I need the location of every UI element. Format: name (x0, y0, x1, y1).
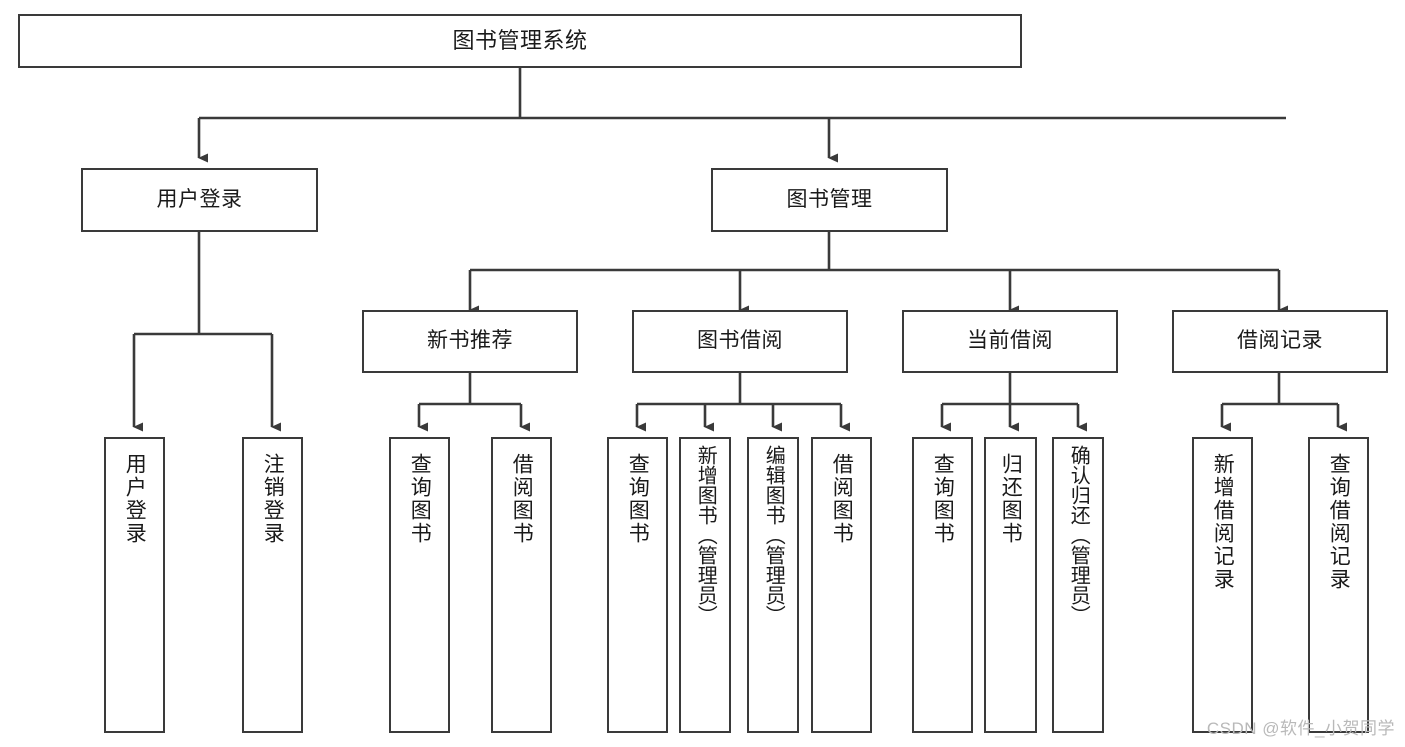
leaf-current-borrow-confirm-return-admin[interactable]: 确认归还（管理员） (1052, 437, 1104, 733)
node-borrowing-record[interactable]: 借阅记录 (1172, 310, 1388, 373)
node-label: 查询图书 (626, 453, 650, 545)
node-label: 编辑图书（管理员） (762, 445, 785, 625)
node-label: 新书推荐 (427, 329, 513, 353)
node-label: 图书借阅 (697, 329, 783, 353)
node-label: 用户登录 (156, 187, 243, 211)
leaf-book-borrow-query-books[interactable]: 查询图书 (607, 437, 668, 733)
leaf-record-query-borrow-record[interactable]: 查询借阅记录 (1308, 437, 1369, 733)
node-label: 图书管理 (786, 187, 873, 211)
node-label: 借阅记录 (1237, 329, 1323, 353)
node-root-book-management-system[interactable]: 图书管理系统 (18, 14, 1022, 68)
leaf-new-book-borrow-books[interactable]: 借阅图书 (491, 437, 552, 733)
leaf-record-add-borrow-record[interactable]: 新增借阅记录 (1192, 437, 1253, 733)
node-label: 借阅图书 (510, 453, 534, 545)
node-user-login[interactable]: 用户登录 (81, 168, 318, 232)
node-new-book-recommendation[interactable]: 新书推荐 (362, 310, 578, 373)
node-label: 确认归还（管理员） (1067, 445, 1090, 625)
node-label: 用户登录 (123, 453, 147, 545)
leaf-new-book-query-books[interactable]: 查询图书 (389, 437, 450, 733)
node-label: 注销登录 (261, 453, 285, 545)
node-book-borrowing[interactable]: 图书借阅 (632, 310, 848, 373)
watermark-text: CSDN @软件_小贺同学 (1206, 719, 1395, 738)
node-label: 查询图书 (931, 453, 955, 545)
node-label: 查询图书 (408, 453, 432, 545)
node-label: 新增图书（管理员） (694, 445, 717, 625)
node-current-borrowing[interactable]: 当前借阅 (902, 310, 1118, 373)
node-book-management[interactable]: 图书管理 (711, 168, 948, 232)
node-label: 查询借阅记录 (1327, 453, 1351, 591)
leaf-book-borrow-edit-book-admin[interactable]: 编辑图书（管理员） (747, 437, 799, 733)
node-label: 借阅图书 (830, 453, 854, 545)
leaf-user-login-signin[interactable]: 用户登录 (104, 437, 165, 733)
leaf-user-login-signout[interactable]: 注销登录 (242, 437, 303, 733)
leaf-current-borrow-return-books[interactable]: 归还图书 (984, 437, 1037, 733)
node-label: 归还图书 (999, 453, 1023, 545)
node-label: 图书管理系统 (452, 28, 588, 54)
leaf-book-borrow-add-book-admin[interactable]: 新增图书（管理员） (679, 437, 731, 733)
leaf-current-borrow-query-books[interactable]: 查询图书 (912, 437, 973, 733)
leaf-book-borrow-borrow-books[interactable]: 借阅图书 (811, 437, 872, 733)
node-label: 当前借阅 (967, 329, 1053, 353)
node-label: 新增借阅记录 (1211, 453, 1235, 591)
